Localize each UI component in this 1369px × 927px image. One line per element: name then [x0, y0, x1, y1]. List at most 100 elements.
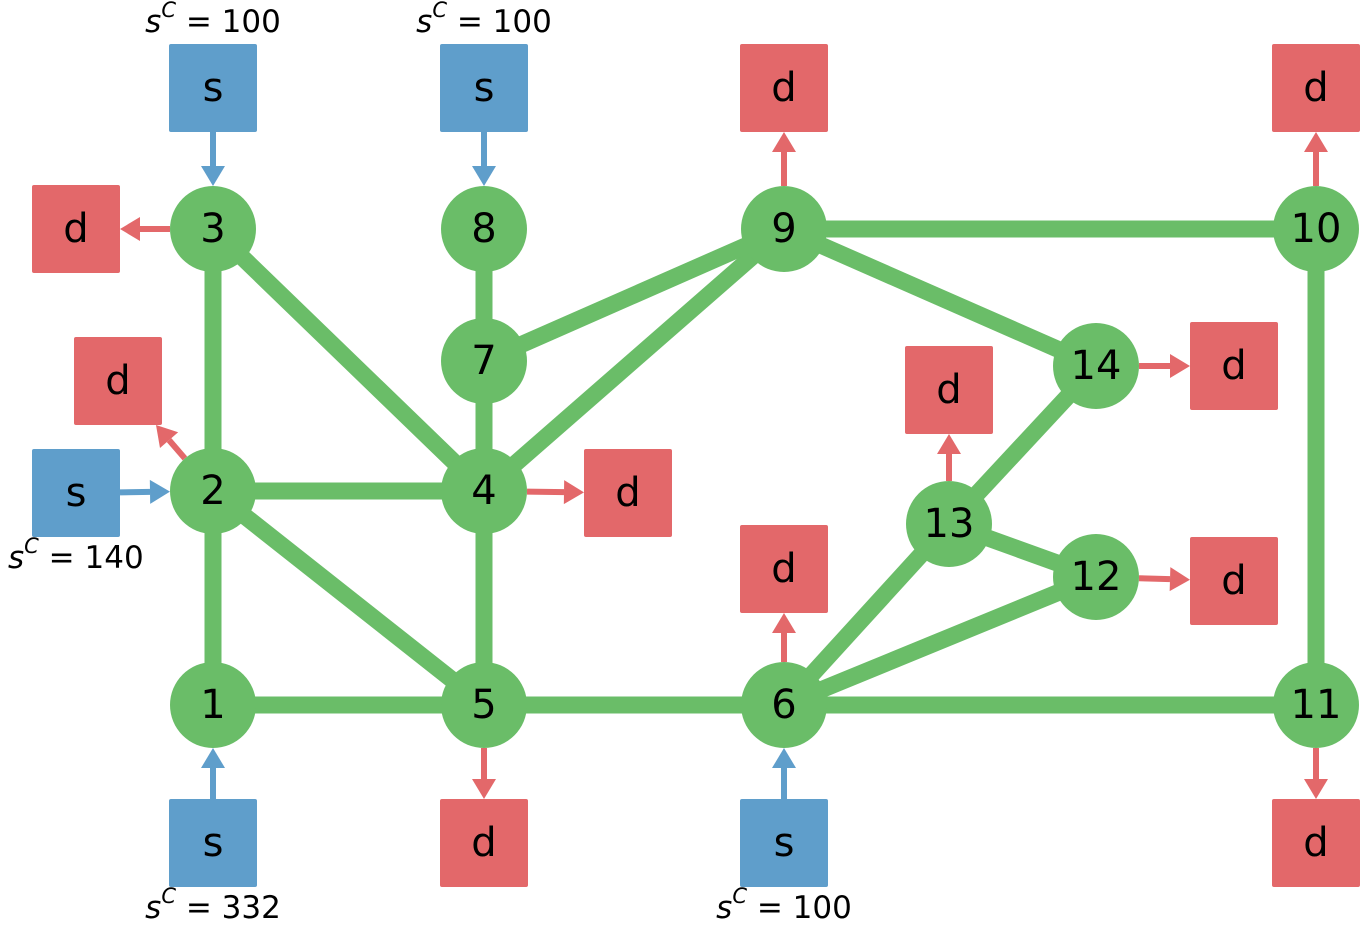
supply-box-6: s — [740, 799, 828, 887]
line-3-4 — [207, 222, 490, 498]
line-2-5 — [207, 484, 490, 712]
demand-arrow-3 — [120, 217, 170, 241]
demand-arrow-11 — [1304, 748, 1328, 799]
demand-label: d — [1303, 65, 1328, 111]
demand-arrow-4 — [526, 480, 584, 505]
demand-box-5: d — [440, 799, 528, 887]
bus-label: 8 — [471, 206, 496, 252]
bus-node-3: 3 — [170, 186, 256, 272]
bus-node-9: 9 — [741, 186, 827, 272]
supply-arrow-3 — [201, 132, 225, 186]
demand-box-14: d — [1190, 322, 1278, 410]
capacity-symbol: s — [145, 890, 161, 926]
capacity-equals: = — [447, 4, 493, 40]
bus-node-10: 10 — [1273, 186, 1359, 272]
demand-label: d — [1221, 343, 1246, 389]
supply-arrow-2 — [119, 479, 171, 504]
demand-box-6: d — [740, 525, 828, 613]
bus-label: 2 — [200, 468, 225, 514]
bus-label: 1 — [200, 682, 225, 728]
demand-arrow-2 — [156, 425, 188, 461]
capacity-symbol: s — [145, 4, 161, 40]
demand-arrow-12 — [1138, 567, 1190, 592]
demand-label: d — [615, 470, 640, 516]
capacity-equals: = — [176, 4, 222, 40]
bus-node-2: 2 — [170, 448, 256, 534]
capacity-symbol: s — [716, 890, 732, 926]
demand-label: d — [471, 820, 496, 866]
supply-label: s — [203, 820, 224, 866]
line-9-14 — [780, 221, 1100, 374]
capacity-value: 140 — [85, 540, 144, 576]
supply-label: s — [474, 65, 495, 111]
capacity-superscript: C — [732, 884, 747, 908]
bus-label: 5 — [471, 682, 496, 728]
demand-arrow-5 — [472, 748, 496, 799]
demand-arrow-13 — [937, 434, 961, 481]
supply-capacity-label: sC = 140 — [8, 534, 144, 576]
capacity-symbol: s — [416, 4, 432, 40]
demand-arrow-14 — [1139, 354, 1190, 378]
demand-box-13: d — [905, 346, 993, 434]
bus-label: 4 — [471, 468, 496, 514]
bus-label: 7 — [471, 338, 496, 384]
bus-node-12: 12 — [1053, 534, 1139, 620]
bus-node-14: 14 — [1053, 323, 1139, 409]
demand-box-9: d — [740, 44, 828, 132]
demand-label: d — [771, 546, 796, 592]
demand-box-12: d — [1190, 537, 1278, 625]
demand-label: d — [1221, 558, 1246, 604]
supply-label: s — [774, 820, 795, 866]
supply-capacity-label: sC = 332 — [145, 884, 281, 926]
demand-box-4: d — [584, 449, 672, 537]
transmission-lines-layer — [204, 220, 1325, 714]
capacity-value: 100 — [222, 4, 281, 40]
demand-box-10: d — [1272, 44, 1360, 132]
demand-label: d — [771, 65, 796, 111]
bus-label: 12 — [1071, 554, 1122, 600]
line-7-9 — [480, 221, 788, 369]
supply-arrow-8 — [472, 132, 496, 186]
capacity-value: 100 — [793, 890, 852, 926]
bus-label: 14 — [1071, 343, 1122, 389]
supply-box-1: s — [169, 799, 257, 887]
supply-box-8: s — [440, 44, 528, 132]
demand-box-11: d — [1272, 799, 1360, 887]
bus-node-1: 1 — [170, 662, 256, 748]
bus-node-4: 4 — [441, 448, 527, 534]
bus-label: 6 — [771, 682, 796, 728]
capacity-value: 332 — [222, 890, 281, 926]
bus-label: 9 — [771, 206, 796, 252]
capacity-superscript: C — [24, 534, 39, 558]
capacity-superscript: C — [432, 0, 447, 22]
supply-arrow-1 — [201, 748, 225, 799]
demand-label: d — [1303, 820, 1328, 866]
bus-node-7: 7 — [441, 318, 527, 404]
capacity-symbol: s — [8, 540, 24, 576]
supply-capacity-label: sC = 100 — [416, 0, 552, 40]
supply-capacity-label: sC = 100 — [145, 0, 281, 40]
bus-node-11: 11 — [1273, 662, 1359, 748]
bus-label: 3 — [200, 206, 225, 252]
demand-label: d — [105, 358, 130, 404]
demand-box-2: d — [74, 337, 162, 425]
supply-label: s — [203, 65, 224, 111]
supply-box-2: s — [32, 449, 120, 537]
bus-node-6: 6 — [741, 662, 827, 748]
supply-arrow-6 — [772, 748, 796, 799]
bus-node-8: 8 — [441, 186, 527, 272]
supply-capacity-label: sC = 100 — [716, 884, 852, 926]
demand-label: d — [63, 206, 88, 252]
connection-arrows-layer — [119, 132, 1328, 799]
bus-label: 10 — [1291, 206, 1342, 252]
demand-arrow-9 — [772, 132, 796, 186]
capacity-equals: = — [39, 540, 85, 576]
bus-label: 11 — [1291, 682, 1342, 728]
capacity-superscript: C — [161, 0, 176, 22]
supply-box-3: s — [169, 44, 257, 132]
capacity-equals: = — [176, 890, 222, 926]
